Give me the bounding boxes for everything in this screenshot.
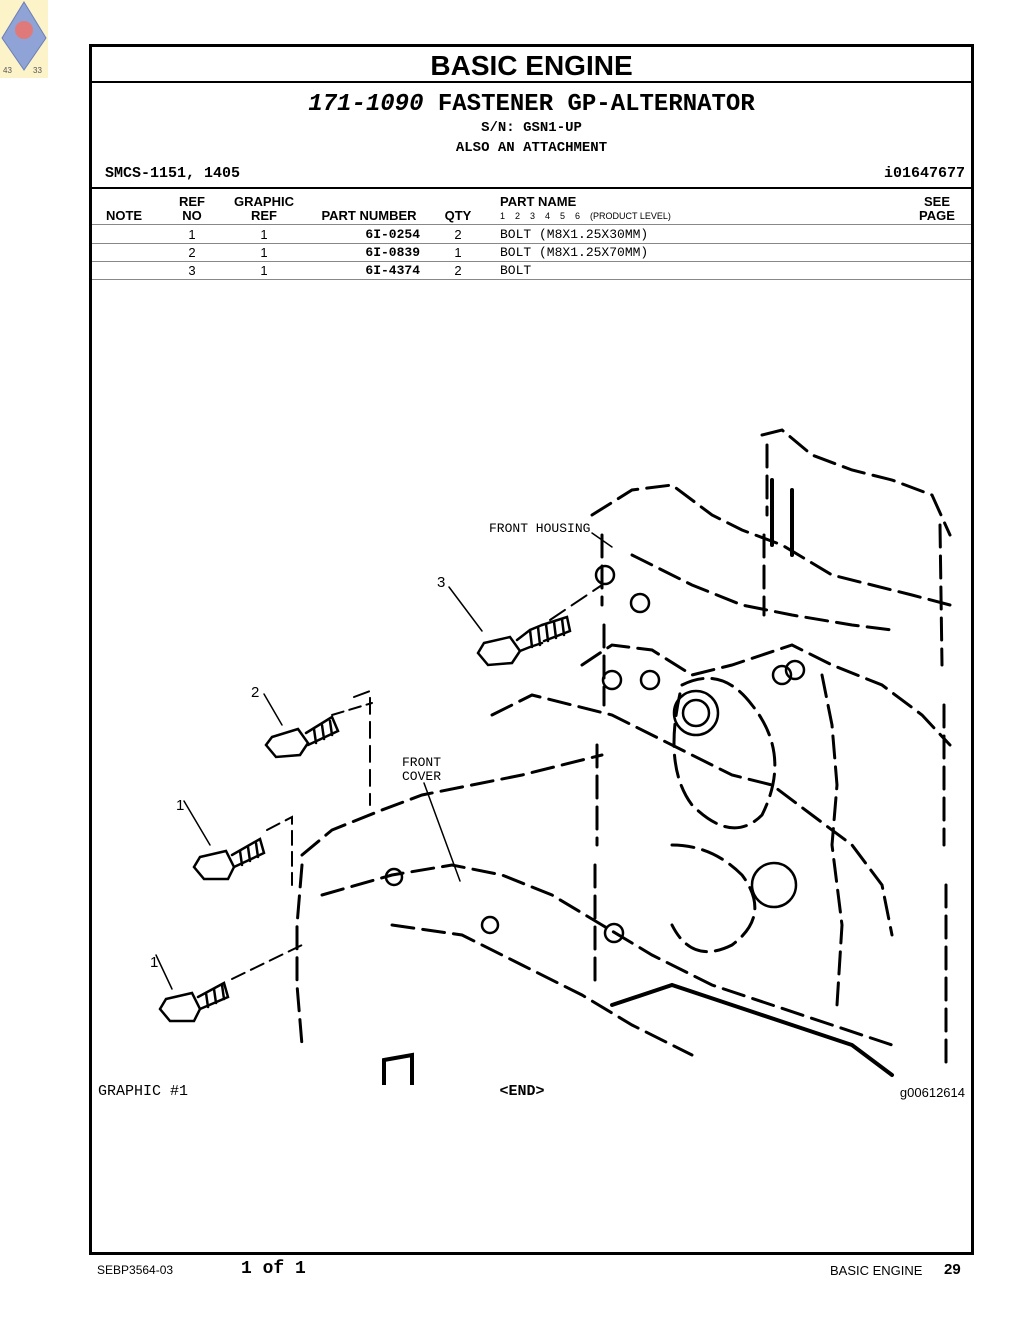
row-divider xyxy=(92,224,971,225)
graphic-caption: GRAPHIC #1 xyxy=(98,1083,189,1100)
bolt-1-upper-drawing xyxy=(183,800,293,886)
col-part-name: PART NAME xyxy=(500,194,577,209)
ref-label-2: 2 xyxy=(251,684,259,701)
serial-number-range: S/N: GSN1-UP xyxy=(481,120,582,136)
col-see-page-2: PAGE xyxy=(919,208,955,223)
table-row: 3 1 6I-4374 2 BOLT xyxy=(92,262,971,280)
col-note: NOTE xyxy=(105,208,143,223)
row-ref: 2 xyxy=(188,245,196,260)
logo-number-right: 33 xyxy=(33,66,42,75)
housing-ribs xyxy=(382,478,894,1085)
bolt-1-lower-drawing xyxy=(155,944,303,1023)
header-divider xyxy=(92,187,971,189)
row-qty: 2 xyxy=(454,227,462,242)
footer-page-number: 29 xyxy=(944,1261,961,1278)
engine-housing-drawing xyxy=(295,428,952,1067)
ref-label-1-upper: 1 xyxy=(176,797,184,814)
page-frame: BASIC ENGINE 171-1090 FASTENER GP-ALTERN… xyxy=(89,44,974,1255)
graphic-id: g00612614 xyxy=(899,1085,965,1100)
front-housing-leader xyxy=(591,532,613,548)
footer-page-of: 1 of 1 xyxy=(241,1259,306,1279)
row-graphic-ref: 1 xyxy=(260,245,268,260)
logo-number-left: 43 xyxy=(3,66,12,75)
group-part-number[interactable]: 171-1090 xyxy=(308,91,424,118)
row-ref: 1 xyxy=(188,227,196,242)
col-ref-no-1: REF xyxy=(179,194,205,209)
row-qty: 2 xyxy=(454,263,462,278)
row-divider xyxy=(92,261,971,262)
row-divider xyxy=(92,243,971,244)
footer-doc-number: SEBP3564-03 xyxy=(97,1263,174,1277)
publisher-logo: 43 33 xyxy=(0,0,48,78)
exploded-view-graphic: FRONT HOUSING FRONT COVER 3 2 1 1 xyxy=(150,428,952,1085)
row-graphic-ref: 1 xyxy=(260,227,268,242)
table-row: 2 1 6I-0839 1 BOLT (M8X1.25X70MM) xyxy=(92,244,971,262)
housing-bolt-holes xyxy=(384,564,806,944)
row-graphic-ref: 1 xyxy=(260,263,268,278)
col-graphic-ref-1: GRAPHIC xyxy=(234,194,294,209)
row-part-number[interactable]: 6I-0254 xyxy=(365,227,420,242)
col-qty: QTY xyxy=(444,208,472,223)
row-qty: 1 xyxy=(454,245,462,260)
row-part-number[interactable]: 6I-4374 xyxy=(365,263,420,278)
callout-front: FRONT xyxy=(402,755,441,770)
col-graphic-ref-2: REF xyxy=(251,208,277,223)
callout-cover: COVER xyxy=(402,769,441,784)
bolt-3-drawing xyxy=(448,584,603,667)
row-part-number[interactable]: 6I-0839 xyxy=(365,245,420,260)
smcs-codes: SMCS-1151, 1405 xyxy=(105,165,241,182)
document-ident: i01647677 xyxy=(883,165,965,182)
row-divider xyxy=(92,279,971,280)
end-marker: <END> xyxy=(499,1083,545,1100)
col-ref-no-2: NO xyxy=(182,208,202,223)
row-part-name: BOLT (M8X1.25X30MM) xyxy=(500,227,649,242)
row-part-name: BOLT (M8X1.25X70MM) xyxy=(500,245,649,260)
table-row: 1 1 6I-0254 2 BOLT (M8X1.25X30MM) xyxy=(92,226,971,244)
group-title: 171-1090 FASTENER GP-ALTERNATOR xyxy=(92,91,971,119)
section-title: BASIC ENGINE xyxy=(92,47,971,83)
callout-front-housing: FRONT HOUSING xyxy=(489,521,590,536)
col-part-number: PART NUMBER xyxy=(321,208,417,223)
bolt-2-drawing xyxy=(263,689,373,806)
row-ref: 3 xyxy=(188,263,196,278)
attachment-note: ALSO AN ATTACHMENT xyxy=(455,140,608,156)
ref-label-1-lower: 1 xyxy=(150,954,158,971)
footer-section: BASIC ENGINE xyxy=(830,1263,923,1278)
ref-label-3: 3 xyxy=(437,574,445,591)
front-cover-leader xyxy=(423,782,461,882)
row-part-name: BOLT xyxy=(500,263,532,278)
group-name: FASTENER GP-ALTERNATOR xyxy=(437,91,755,118)
col-see-page-1: SEE xyxy=(923,194,950,209)
col-product-levels: 1 2 3 4 5 6 (PRODUCT LEVEL) xyxy=(500,211,671,221)
